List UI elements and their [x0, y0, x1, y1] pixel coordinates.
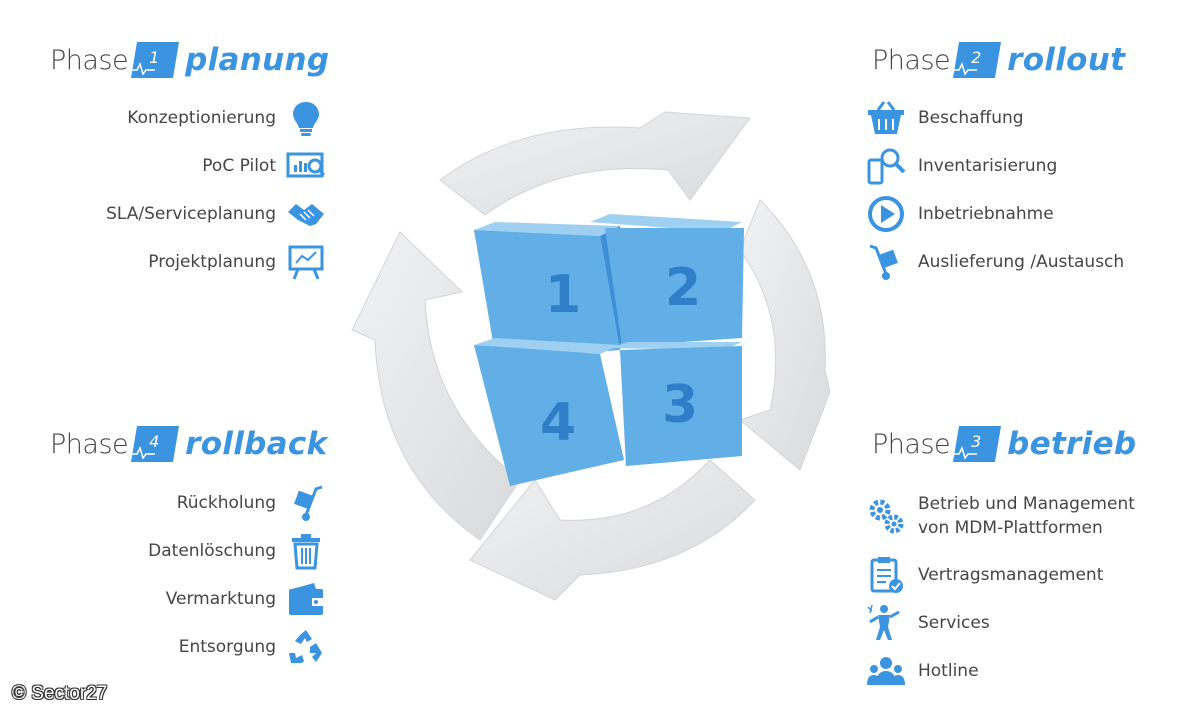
shopping-basket-icon — [868, 101, 904, 134]
phase-4-item-2: Datenlöschung — [148, 529, 326, 573]
phase-1-item-1-label: Konzeptionierung — [127, 108, 276, 128]
phase-1-heading: Phase 1 planung — [50, 38, 329, 82]
cycle-arrow-left — [351, 231, 521, 541]
phase-1-number: 1 — [149, 48, 160, 67]
phase-3-word: Phase — [872, 428, 951, 460]
phase-4-badge: 4 — [131, 424, 180, 464]
phase-1-item-4-label: Projektplanung — [148, 252, 276, 272]
phase-4-item-4-label: Entsorgung — [178, 637, 276, 657]
chart-magnifier-icon — [286, 152, 326, 178]
cube-2: 2 — [590, 214, 744, 346]
cube-3: 3 — [610, 342, 742, 466]
phase-3-item-1-line-1: Betrieb und Management — [918, 494, 1135, 514]
phone-magnifier-icon — [867, 148, 906, 185]
phase-2-item-3-label: Inbetriebnahme — [918, 204, 1054, 224]
cycle-arrow-bottom — [469, 459, 756, 601]
cube-number-3: 3 — [662, 375, 698, 435]
cycle-arrow-right — [738, 199, 831, 471]
cube-number-4: 4 — [540, 393, 576, 453]
phase-1-item-3-label: SLA/Serviceplanung — [106, 204, 276, 224]
cube-1: 1 — [474, 222, 622, 360]
phase-4-name: rollback — [185, 426, 328, 462]
cube-block: 1 2 4 3 — [474, 214, 744, 486]
wallet-icon — [289, 583, 323, 615]
hand-truck-icon — [869, 244, 898, 280]
phase-4-heading: Phase 4 rollback — [50, 422, 327, 466]
phase-3-number: 3 — [971, 432, 982, 451]
phase-4-item-3: Vermarktung — [166, 577, 326, 621]
phase-3-name: betrieb — [1007, 426, 1137, 462]
phase-2-item-1-label: Beschaffung — [918, 108, 1024, 128]
handshake-icon — [288, 204, 324, 226]
phase-3-heading: Phase 3 betrieb — [872, 422, 1136, 466]
phase-4-item-4: Entsorgung — [179, 625, 326, 669]
phase-3-item-4-label: Hotline — [918, 661, 979, 681]
cube-number-1: 1 — [545, 265, 581, 325]
phase-1-badge: 1 — [131, 40, 180, 80]
play-circle-icon — [868, 196, 904, 232]
cube-number-2: 2 — [665, 258, 701, 318]
phase-4-word: Phase — [50, 428, 129, 460]
presentation-board-icon — [288, 245, 324, 280]
phase-2-item-4-label: Auslieferung /Austausch — [918, 252, 1125, 272]
clipboard-check-icon — [870, 557, 903, 593]
phase-3-item-1-label: Betrieb und Management von MDM-Plattform… — [918, 492, 1135, 540]
phase-1-item-4: Projektplanung — [148, 240, 326, 284]
trash-bin-icon — [292, 534, 320, 570]
phase-3-item-3: Services — [866, 601, 990, 645]
phase-2-item-2-label: Inventarisierung — [918, 156, 1058, 176]
phase-4-item-3-label: Vermarktung — [165, 589, 276, 609]
cycle-arrow-top — [439, 111, 751, 216]
phase-3-item-1-line-2: von MDM-Plattformen — [918, 518, 1103, 538]
phase-2-number: 2 — [971, 48, 982, 67]
gears-icon — [869, 499, 904, 534]
phase-4-item-2-label: Datenlöschung — [148, 541, 276, 561]
phase-3-item-2: Vertragsmanagement — [866, 553, 1103, 597]
cube-4: 4 — [474, 338, 624, 486]
phase-3-badge: 3 — [953, 424, 1002, 464]
phase-2-badge: 2 — [953, 40, 1002, 80]
phase-1-name: planung — [185, 42, 330, 78]
phase-1-word: Phase — [50, 44, 129, 76]
lightbulb-icon — [293, 102, 319, 136]
phase-3-item-4: Hotline — [866, 649, 979, 693]
phase-4-number: 4 — [149, 432, 160, 451]
phase-4-item-1-label: Rückholung — [176, 493, 276, 513]
phase-1-item-1: Konzeptionierung — [127, 96, 326, 140]
copyright-notice: © Sector27 — [12, 683, 108, 704]
phase-1-item-2-label: PoC Pilot — [202, 156, 276, 176]
phase-1-item-2: PoC Pilot — [202, 144, 326, 188]
team-icon — [867, 657, 905, 685]
phase-3-item-1: Betrieb und Management von MDM-Plattform… — [866, 490, 1135, 542]
phase-2-name: rollout — [1007, 42, 1126, 78]
recycle-icon — [289, 630, 322, 663]
phase-2-word: Phase — [872, 44, 951, 76]
phase-2-item-4: Auslieferung /Austausch — [866, 240, 1124, 284]
service-person-icon — [867, 604, 900, 640]
phase-2-item-1: Beschaffung — [866, 96, 1024, 140]
phase-4-item-1: Rückholung — [177, 481, 326, 525]
phase-3-item-2-label: Vertragsmanagement — [918, 565, 1104, 585]
phase-2-item-2: Inventarisierung — [866, 144, 1057, 188]
hand-truck-icon — [294, 485, 323, 521]
phase-2-item-3: Inbetriebnahme — [866, 192, 1054, 236]
phase-3-item-3-label: Services — [918, 613, 990, 633]
phase-1-item-3: SLA/Serviceplanung — [106, 192, 326, 236]
phase-2-heading: Phase 2 rollout — [872, 38, 1125, 82]
